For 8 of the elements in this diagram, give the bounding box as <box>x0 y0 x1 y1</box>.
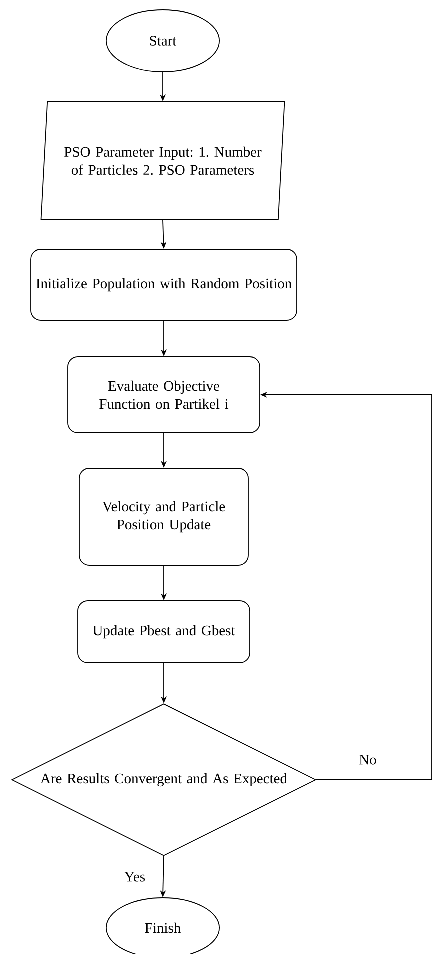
terminal-oval: Start <box>106 10 220 72</box>
process-box: Update Pbest and Gbest <box>78 600 250 664</box>
process-box: Initialize Population with Random Position <box>30 249 298 321</box>
process-box: Velocity and Particle Position Update <box>79 468 249 566</box>
input-parallelogram: PSO Parameter Input: 1. Number of Particles 2. PSO Parameters <box>40 102 286 220</box>
process-box: Evaluate Objective Function on Partikel i <box>68 356 260 434</box>
edge-label: No <box>358 754 378 766</box>
edge-label: Yes <box>123 871 147 883</box>
